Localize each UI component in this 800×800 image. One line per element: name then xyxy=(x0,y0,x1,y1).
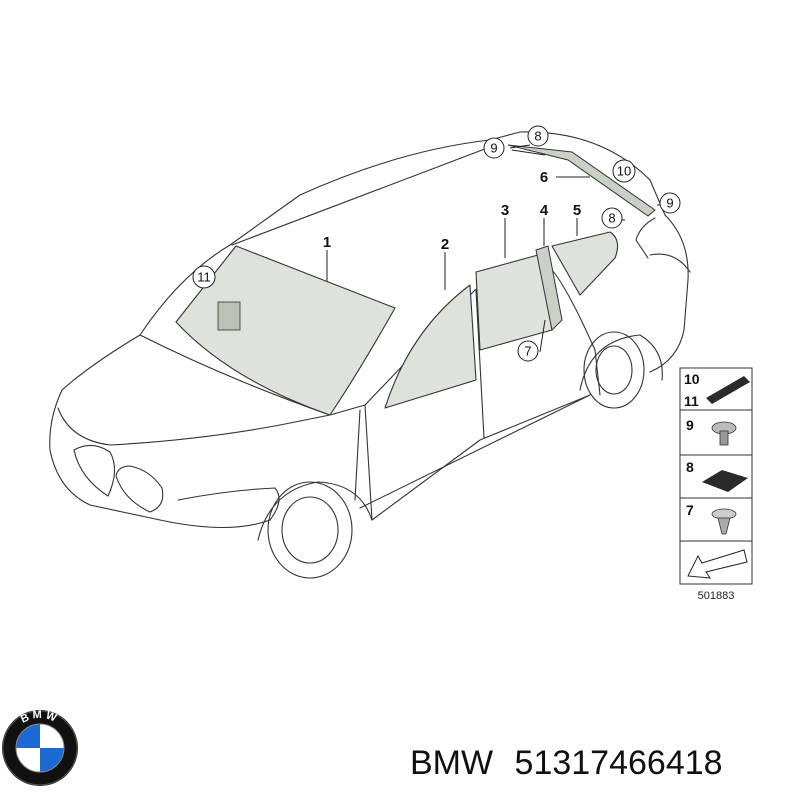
car-outline xyxy=(49,131,691,579)
rear-window xyxy=(507,144,656,217)
side-window xyxy=(551,231,619,296)
callout-7: 7 xyxy=(517,340,539,362)
svg-text:BMW: BMW xyxy=(19,709,61,726)
svg-text:7: 7 xyxy=(524,344,531,359)
svg-text:9: 9 xyxy=(666,196,673,211)
windshield xyxy=(175,245,396,416)
legend-label-9: 9 xyxy=(686,417,694,433)
tape-strip-icon xyxy=(706,376,750,404)
callout-9-top: 9 xyxy=(483,137,505,159)
caption-part-number: 51317466418 xyxy=(515,744,723,782)
callout-4: 4 xyxy=(540,202,549,219)
caption-brand: BMW xyxy=(410,744,493,782)
screw-icon xyxy=(711,421,737,446)
svg-text:9: 9 xyxy=(490,141,497,156)
callout-6: 6 xyxy=(540,169,548,186)
svg-text:11: 11 xyxy=(197,270,211,285)
parts-legend: 10 11 9 8 7 xyxy=(679,367,753,585)
callout-2: 2 xyxy=(441,236,449,253)
legend-label-11: 11 xyxy=(684,393,699,409)
foam-pad-icon xyxy=(702,470,748,492)
clip-icon xyxy=(711,508,737,535)
circled-callouts: 11 9 8 10 9 8 7 xyxy=(192,125,681,362)
callout-8-right: 8 xyxy=(601,207,623,229)
svg-text:8: 8 xyxy=(534,129,541,144)
sensor-area xyxy=(217,301,241,331)
svg-text:10: 10 xyxy=(617,164,631,179)
caption: BMW 51317466418 xyxy=(410,744,723,782)
front-door-glass xyxy=(384,284,477,409)
plain-callouts: 1 2 3 4 5 6 xyxy=(323,169,581,253)
callout-3: 3 xyxy=(501,202,509,219)
bmw-roundel-icon: BMW xyxy=(2,709,78,786)
legend-label-10: 10 xyxy=(684,371,700,387)
glass-parts xyxy=(175,144,656,416)
svg-text:8: 8 xyxy=(608,211,615,226)
legend-label-8: 8 xyxy=(686,459,694,475)
reference-number: 501883 xyxy=(698,590,735,602)
callout-8-top: 8 xyxy=(527,125,549,147)
callout-5: 5 xyxy=(573,202,581,219)
callout-11: 11 xyxy=(192,265,216,289)
legend-label-7: 7 xyxy=(686,502,694,518)
callout-10: 10 xyxy=(612,159,636,183)
callout-9-right: 9 xyxy=(659,192,681,214)
callout-1: 1 xyxy=(323,234,331,251)
rear-fixed-glass xyxy=(535,245,563,332)
arrow-icon xyxy=(687,549,748,579)
